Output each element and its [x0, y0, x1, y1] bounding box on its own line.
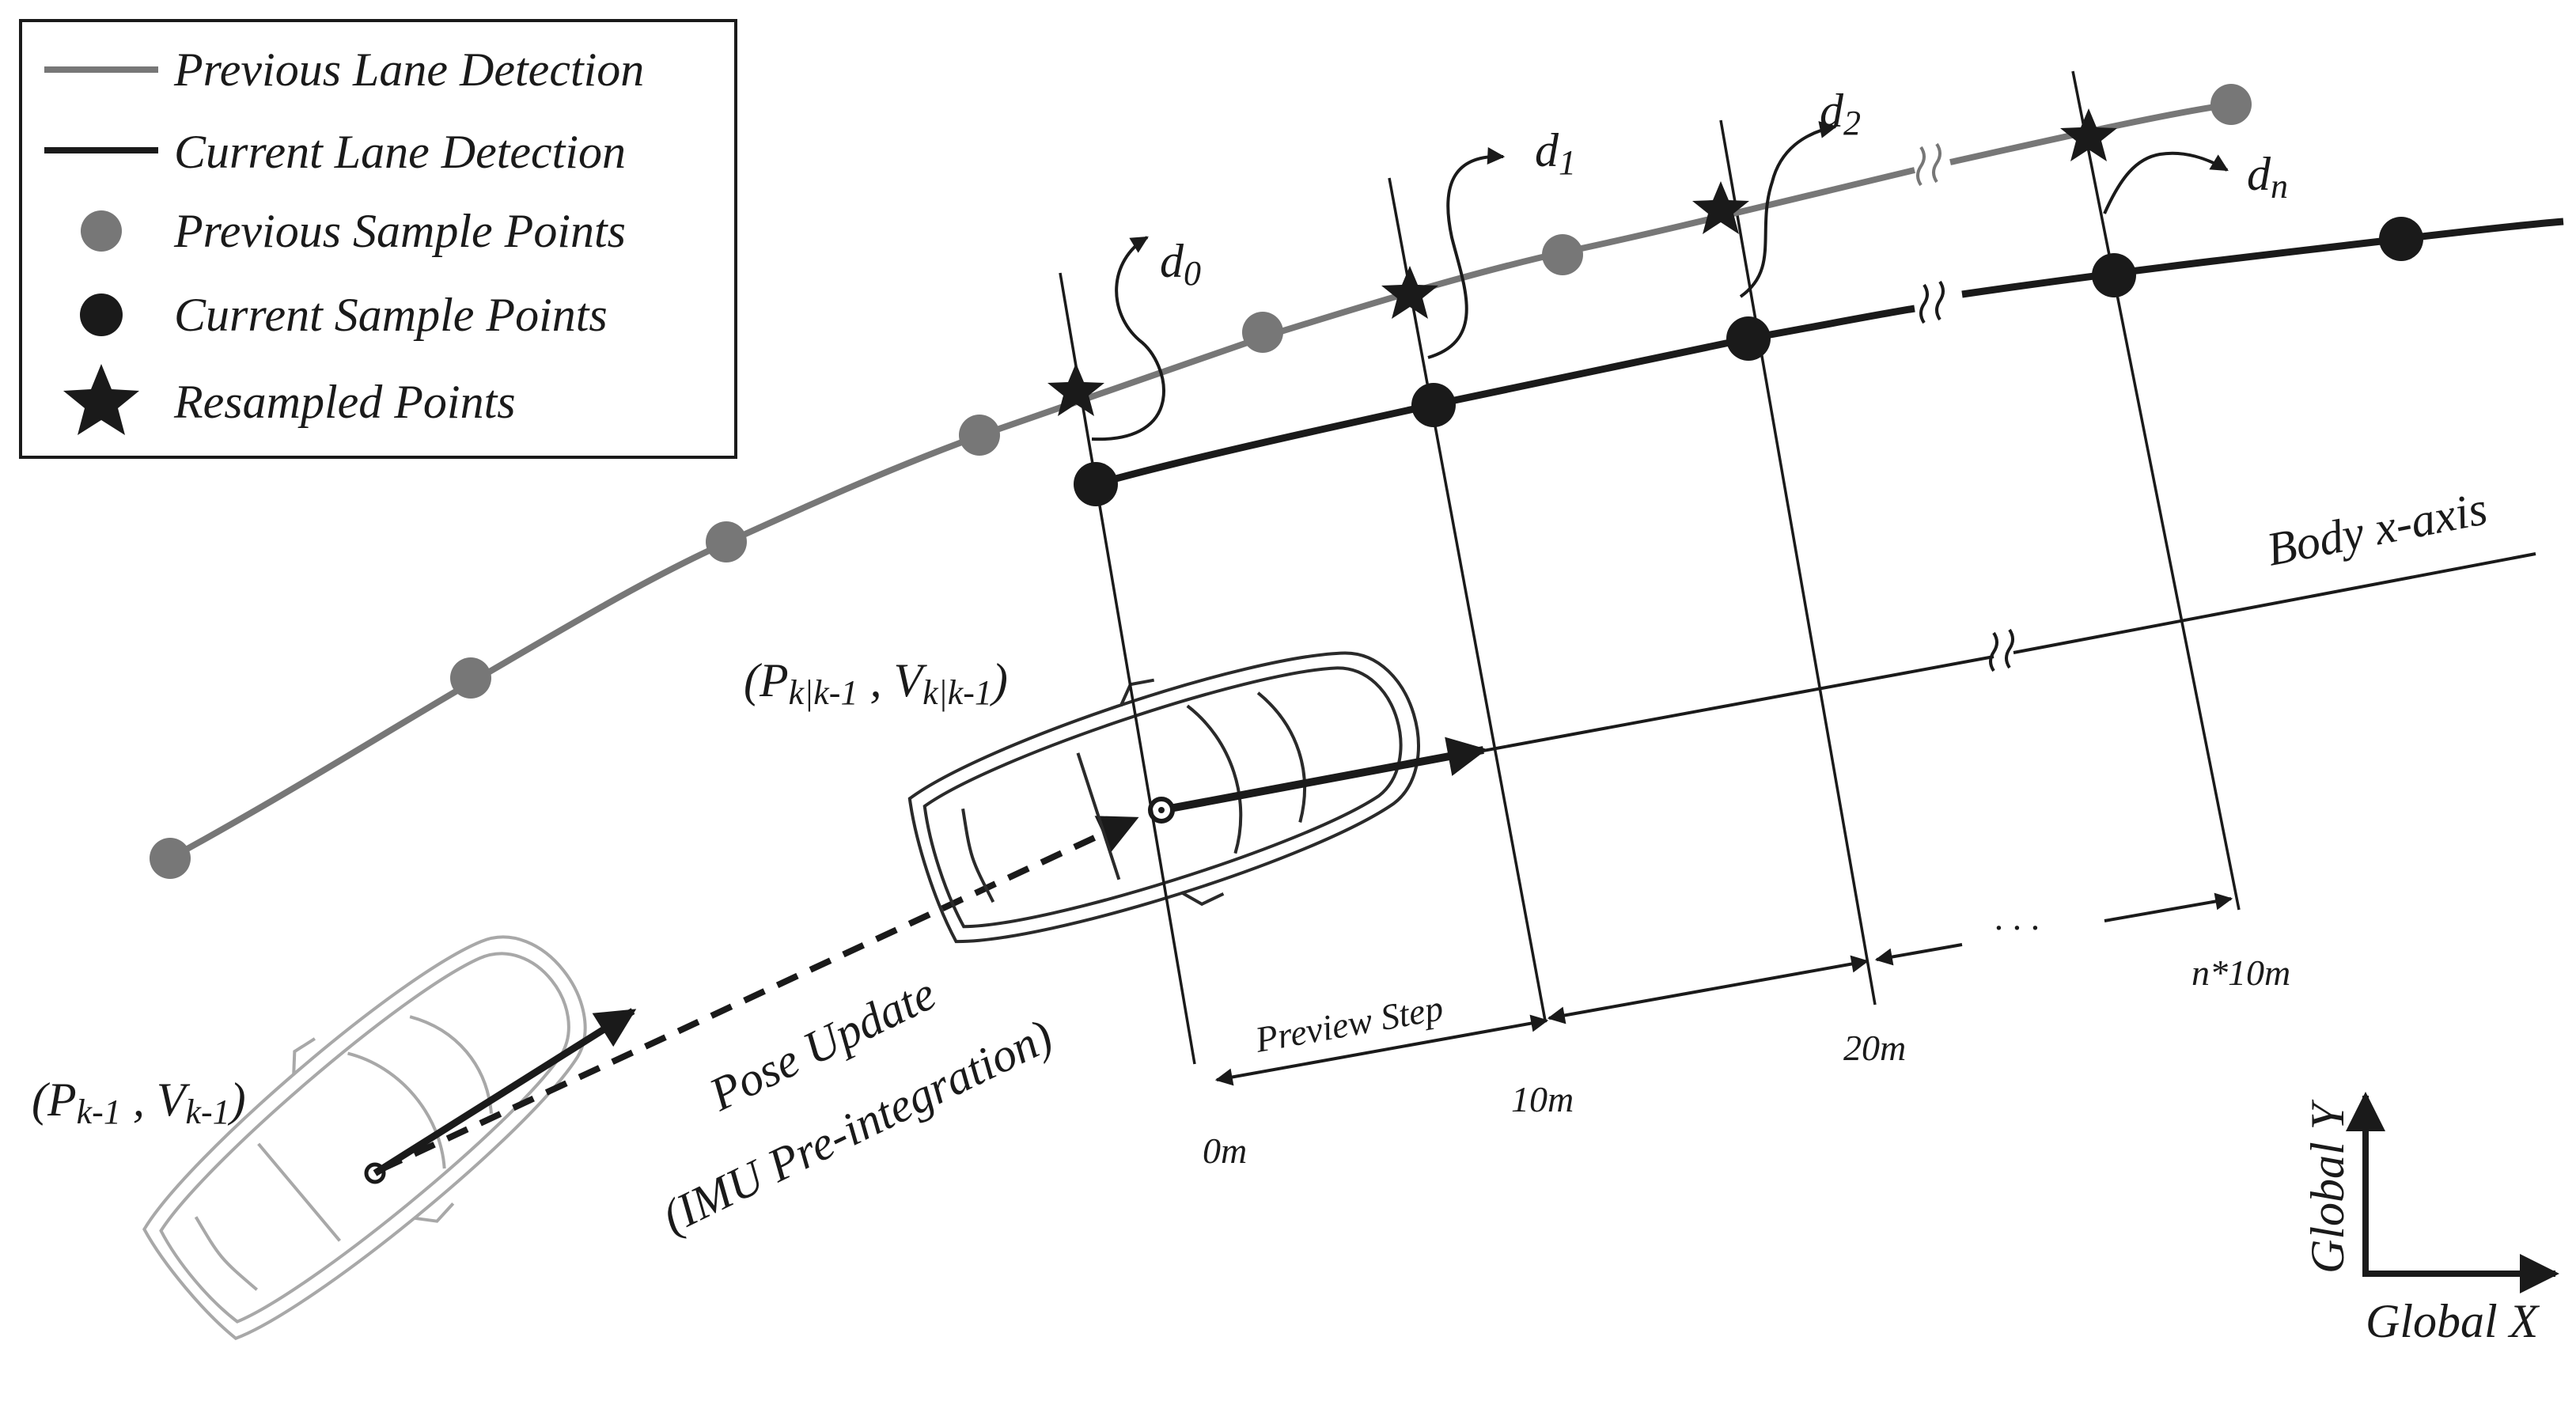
resampled-point-star-icon [1047, 363, 1104, 416]
body-x-axis-line-far [2013, 552, 2536, 654]
resampled-point-star-icon [1381, 266, 1438, 319]
dimension-arrow-20-start [1874, 943, 1963, 966]
sample-line-n [2071, 70, 2241, 911]
preview-step-label: Preview Step [1252, 987, 1446, 1060]
current-sample-point [2092, 253, 2136, 297]
resampled-points [1047, 108, 2117, 416]
previous-sample-points [150, 84, 2252, 879]
legend: Previous Lane Detection Current Lane Det… [19, 19, 737, 459]
legend-swatch-star-icon [63, 364, 139, 435]
previous-sample-point [450, 657, 491, 699]
previous-car-icon [142, 935, 587, 1341]
legend-previous-points: Previous Sample Points [173, 205, 626, 257]
current-car-origin-dot [1158, 807, 1165, 813]
d2-curved-arrow [1739, 121, 1838, 298]
global-y-label: Global Y [2301, 1099, 2354, 1274]
previous-heading-arrow [373, 1008, 637, 1176]
legend-current-points: Current Sample Points [174, 289, 608, 341]
legend-current-lane: Current Lane Detection [174, 126, 626, 178]
resampled-point-star-icon [2060, 108, 2117, 161]
legend-swatch-current-point [80, 293, 123, 336]
resampled-point-star-icon [1692, 181, 1749, 234]
pose-update-dashed-arrow [380, 816, 1139, 1172]
previous-sample-point [2210, 84, 2252, 125]
sample-line-20m [1719, 119, 1877, 1005]
legend-box [19, 19, 737, 459]
previous-sample-point [150, 838, 191, 879]
current-lane-curve-far [1961, 218, 2564, 298]
ellipsis-label: · · · [1994, 907, 2040, 948]
dimension-arrow-0-10 [1214, 1014, 1549, 1086]
current-heading-arrow [1161, 737, 1487, 814]
current-sample-point [1726, 316, 1771, 361]
distance-20m: 20m [1843, 1028, 1906, 1068]
current-sample-points [1074, 217, 2423, 506]
d1-curved-arrow [1427, 147, 1506, 359]
previous-sample-point [959, 415, 1000, 456]
d2-label: d2 [1820, 85, 1861, 142]
sample-line-10m [1388, 177, 1547, 1021]
current-sample-point [1074, 462, 1118, 506]
legend-previous-lane: Previous Lane Detection [173, 44, 644, 96]
current-sample-point [1411, 383, 1456, 427]
legend-swatch-previous-point [81, 210, 122, 252]
previous-sample-point [706, 521, 747, 562]
current-lane-curve [1094, 305, 1915, 488]
d0-label: d0 [1160, 235, 1201, 293]
previous-pose-label: (Pk-1 , Vk-1) [32, 1074, 246, 1131]
body-axis-break-icon [1989, 628, 2014, 672]
distance-0m: 0m [1203, 1130, 1247, 1171]
d1-label: d1 [1535, 124, 1576, 182]
distance-10m: 10m [1511, 1079, 1574, 1119]
current-lane-break-icon [1919, 280, 1945, 324]
previous-sample-point [1542, 234, 1583, 275]
previous-lane-curve-far [1949, 101, 2232, 165]
previous-sample-point [1242, 312, 1283, 353]
distance-n10m: n*10m [2191, 952, 2290, 993]
current-sample-point [2379, 217, 2423, 261]
dimension-arrow-10-20 [1547, 955, 1869, 1024]
global-x-label: Global X [2366, 1295, 2540, 1347]
previous-lane-break-icon [1916, 142, 1941, 187]
dn-label: dn [2247, 148, 2288, 206]
current-pose-label: (Pk|k-1 , Vk|k-1) [744, 654, 1008, 712]
d0-curved-arrow [1091, 236, 1165, 441]
dimension-arrow-n-end [2104, 892, 2233, 922]
legend-resampled-points: Resampled Points [173, 376, 516, 428]
body-x-axis-label: Body x-axis [2263, 482, 2491, 576]
dn-curved-arrow [2103, 151, 2229, 214]
